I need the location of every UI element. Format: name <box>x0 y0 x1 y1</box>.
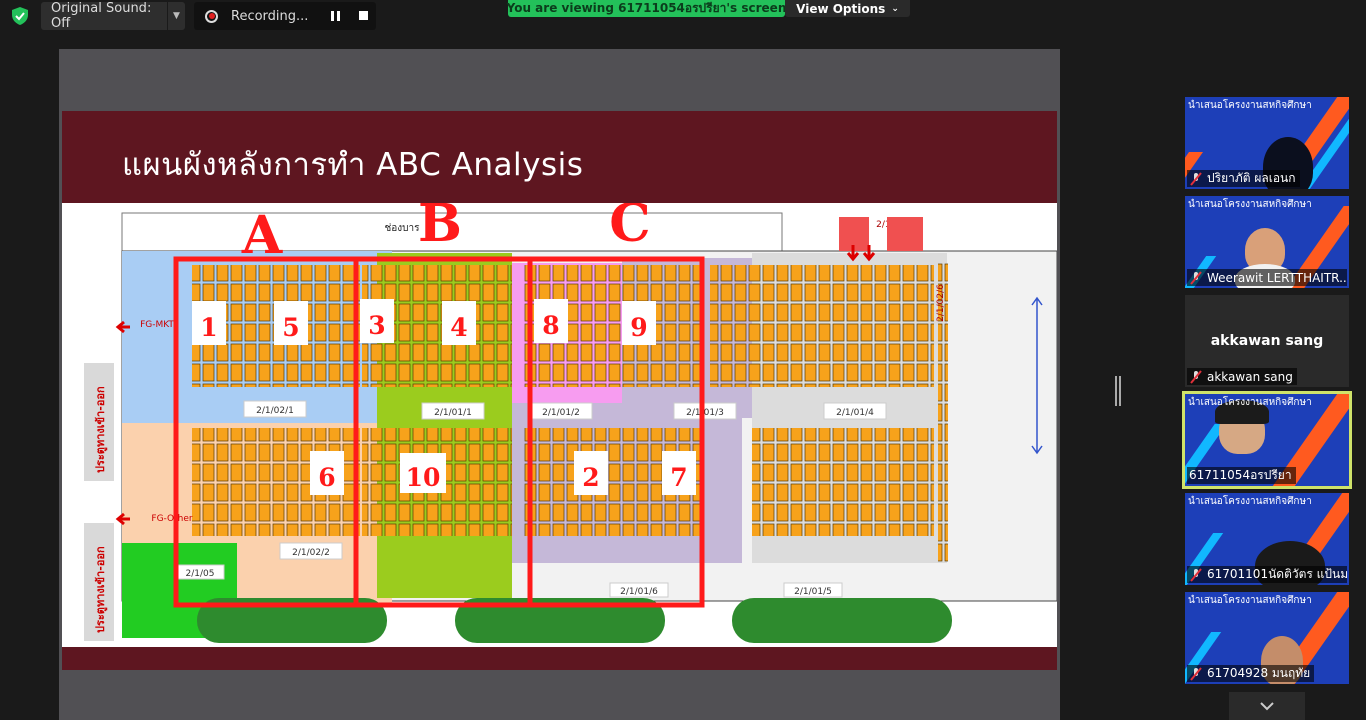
exit-label: ประตูทางเข้า-ออก <box>94 386 108 473</box>
participant-name: Weerawit LERTTHAITR... <box>1207 270 1347 285</box>
pause-recording-icon[interactable] <box>331 11 341 21</box>
muted-mic-icon <box>1190 567 1202 582</box>
participant-name-tag: 61701101นัดติวัตร แป้นม... <box>1187 566 1347 583</box>
thumbnail-slide-title: นำเสนอโครงงานสหกิจศึกษา <box>1188 496 1312 507</box>
zone-code-label: 2/1/01/5 <box>794 587 832 597</box>
muted-mic-icon <box>1190 369 1202 384</box>
zone-number: 9 <box>630 313 647 342</box>
zone-code-label: 2/1/02/1 <box>256 406 294 416</box>
zone-code-label: 2/1/01/6 <box>620 587 658 597</box>
participant-tile[interactable]: นำเสนอโครงงานสหกิจศึกษา 61704928 มนฤทัย <box>1185 592 1349 684</box>
zone-number: 5 <box>282 313 299 342</box>
view-options-button[interactable]: View Options ⌄ <box>785 0 910 17</box>
participant-name-tag: Weerawit LERTTHAITR... <box>1187 269 1347 286</box>
participant-tile-active-speaker[interactable]: นำเสนอโครงงานสหกิจศึกษา 61711054อรปรียา <box>1182 391 1352 489</box>
participant-tile[interactable]: นำเสนอโครงงานสหกิจศึกษา ปริยาภัติ ผลเอนก <box>1185 97 1349 189</box>
slide-title: แผนผังหลังการทำ ABC Analysis <box>122 147 584 183</box>
zone-code-label: 2/1/01/4 <box>836 408 874 418</box>
zone-number: 8 <box>542 311 559 340</box>
shield-icon[interactable] <box>10 6 30 26</box>
recording-indicator: Recording... <box>194 2 376 30</box>
slide-footer <box>62 647 1057 670</box>
zone-number: 7 <box>670 463 687 492</box>
panel-resize-handle[interactable] <box>1115 376 1121 406</box>
recording-label: Recording... <box>231 8 309 24</box>
zone-code-label: 2/1/02/6 <box>936 284 946 322</box>
slide-header: แผนผังหลังการทำ ABC Analysis <box>62 111 1057 203</box>
shared-screen[interactable]: แผนผังหลังการทำ ABC Analysis <box>59 49 1060 720</box>
view-options-label: View Options <box>796 1 886 16</box>
top-area-label: ช่องบาร <box>384 223 420 234</box>
area-label: FG-Other <box>151 514 193 524</box>
chevron-down-icon <box>1260 702 1274 711</box>
zone-number: 4 <box>450 313 467 342</box>
zone-number: 2 <box>582 463 599 492</box>
participant-name: 61704928 มนฤทัย <box>1207 666 1311 680</box>
participant-name: 61701101นัดติวัตร แป้นม... <box>1207 567 1347 581</box>
zone-code-label: 2/1/05 <box>186 569 215 579</box>
original-sound-label: Original Sound: Off <box>51 1 152 31</box>
chevron-down-icon[interactable]: ▼ <box>167 2 185 30</box>
participant-tile[interactable]: นำเสนอโครงงานสหกิจศึกษา 61701101นัดติวัต… <box>1185 493 1349 585</box>
warehouse-floor-plan: 2/1/02/1 2/1/01/1 2/1/01/2 2/1/01/3 2/1/… <box>84 203 1057 643</box>
zone-number: 6 <box>318 463 335 492</box>
zone-code-label: 2/1/01/2 <box>542 408 580 418</box>
participant-tile[interactable]: นำเสนอโครงงานสหกิจศึกษา Weerawit LERTTHA… <box>1185 196 1349 288</box>
thumbnail-slide-title: นำเสนอโครงงานสหกิจศึกษา <box>1188 397 1312 408</box>
group-letter: A <box>241 205 283 266</box>
scroll-participants-down-button[interactable] <box>1229 692 1305 720</box>
chevron-down-icon: ⌄ <box>891 3 899 14</box>
zone-number: 1 <box>200 313 217 342</box>
muted-mic-icon <box>1190 171 1202 186</box>
participant-name-tag: 61704928 มนฤทัย <box>1187 665 1315 682</box>
zone-code-label: 2/1/01/1 <box>434 408 472 418</box>
participant-name-tag: 61711054อรปรียา <box>1187 467 1296 484</box>
thumbnail-slide-title: นำเสนอโครงงานสหกิจศึกษา <box>1188 595 1312 606</box>
group-letter: C <box>609 203 650 254</box>
zone-code-label: 2/1/02/2 <box>292 548 330 558</box>
participant-tile[interactable]: akkawan sang akkawan sang <box>1185 295 1349 387</box>
thumbnail-slide-title: นำเสนอโครงงานสหกิจศึกษา <box>1188 100 1312 111</box>
zone-code-label: 2/1/01/3 <box>686 408 724 418</box>
participant-name-tag: ปริยาภัติ ผลเอนก <box>1187 170 1300 187</box>
area-label: FG-MKT <box>140 320 174 330</box>
original-sound-button[interactable]: Original Sound: Off ▼ <box>41 1 185 31</box>
exit-label: ประตูทางเข้า-ออก <box>94 546 108 633</box>
participant-display-name: akkawan sang <box>1210 333 1324 349</box>
zone-number: 10 <box>406 463 441 492</box>
record-icon <box>205 9 218 23</box>
participant-name: 61711054อรปรียา <box>1189 468 1292 482</box>
group-letter: B <box>418 203 462 254</box>
thumbnail-slide-title: นำเสนอโครงงานสหกิจศึกษา <box>1188 199 1312 210</box>
stop-recording-icon[interactable] <box>359 11 368 20</box>
zone-number: 3 <box>368 311 385 340</box>
participant-name: ปริยาภัติ ผลเอนก <box>1207 171 1296 185</box>
participant-name-tag: akkawan sang <box>1187 368 1297 385</box>
presentation-slide: แผนผังหลังการทำ ABC Analysis <box>62 111 1057 670</box>
muted-mic-icon <box>1190 270 1202 285</box>
participant-name: akkawan sang <box>1207 369 1293 384</box>
muted-mic-icon <box>1190 666 1202 681</box>
viewing-screen-banner: You are viewing 61711054อรปรียา's screen <box>506 0 787 17</box>
